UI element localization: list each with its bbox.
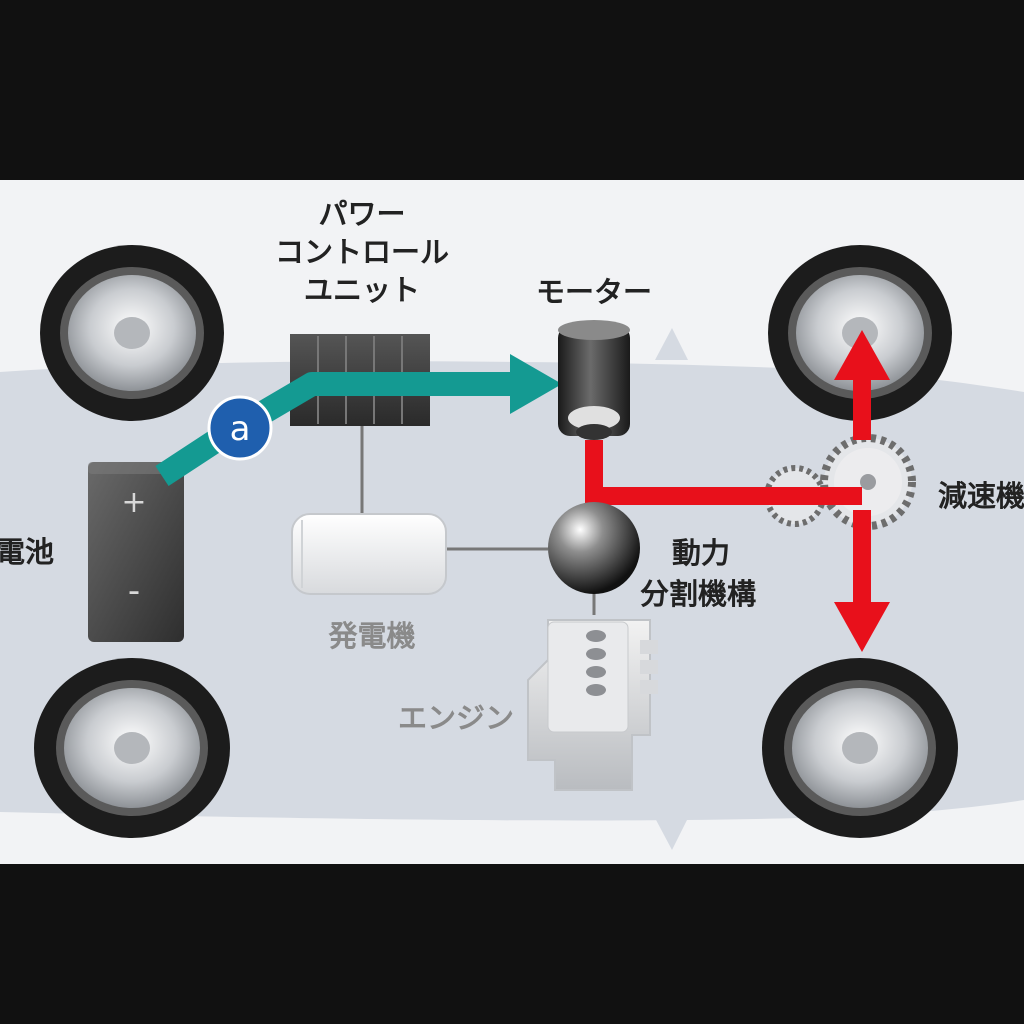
wheel-rear-right (762, 658, 958, 838)
wheel-front-left (40, 245, 224, 421)
connector-lines (360, 424, 596, 615)
car-body-silhouette (0, 328, 1024, 850)
pcu-label-line2: コントロール (275, 235, 449, 269)
bottom-letterbox (0, 864, 1024, 1024)
motor (558, 320, 630, 440)
mechanical-flow-arrow (585, 330, 890, 652)
wheel-rear-left (34, 658, 230, 838)
battery-plus-sign: + (121, 485, 146, 520)
motor-label: モーター (536, 275, 652, 309)
pcu-label-line3: ユニット (304, 273, 420, 307)
top-letterbox (0, 0, 1024, 180)
pcu-label-line1: パワー (318, 197, 405, 231)
badge-a: a (207, 395, 273, 461)
battery: + - (88, 462, 184, 642)
generator-label: 発電機 (327, 619, 415, 653)
reduction-gear-label: 減速機 (938, 479, 1024, 513)
psd-label-line2: 分割機構 (640, 577, 756, 611)
psd-label-line1: 動力 (672, 536, 730, 570)
engine-label: エンジン (398, 701, 514, 735)
badge-label: a (230, 409, 251, 449)
battery-label: 電池 (0, 535, 54, 569)
wheel-front-right (768, 245, 952, 421)
generator (291, 513, 447, 595)
power-split-device (548, 502, 640, 594)
engine (527, 619, 658, 791)
battery-minus-sign: - (128, 571, 140, 611)
